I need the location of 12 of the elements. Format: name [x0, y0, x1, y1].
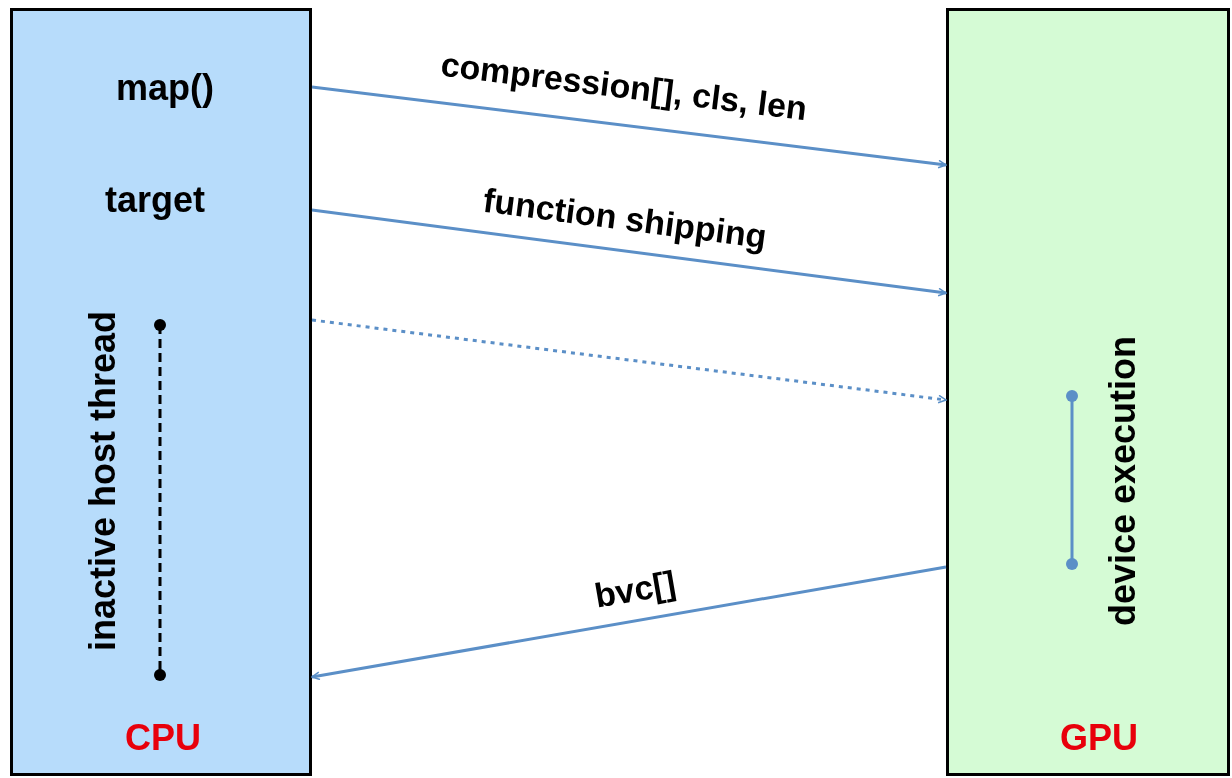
processor-title: CPU [125, 720, 201, 756]
execution-label: device execution [1105, 335, 1141, 627]
processor-title: GPU [1060, 720, 1138, 756]
arrow [311, 208, 947, 297]
processor-panel [10, 8, 312, 776]
arrow [311, 318, 947, 404]
target-label: target [105, 182, 205, 218]
arrow [311, 565, 947, 681]
arrow [311, 85, 947, 169]
function-call-label: map() [116, 70, 214, 106]
processor-panel [946, 8, 1230, 776]
thread-state-label: inactive host thread [85, 310, 121, 652]
